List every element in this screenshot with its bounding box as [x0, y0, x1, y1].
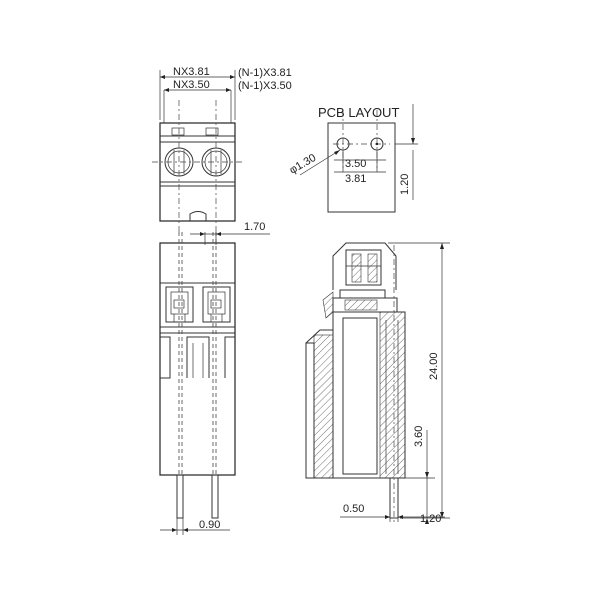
dim-360: 3.60 [413, 426, 425, 447]
side-view [305, 242, 406, 522]
dim-2400: 24.00 [428, 352, 440, 380]
top-dimensions [159, 70, 236, 123]
top-view [152, 100, 243, 232]
dim-nx350: NX3.50 [173, 79, 210, 91]
pcb-layout-title: PCB LAYOUT [318, 105, 399, 120]
dim-090: 0.90 [199, 519, 220, 531]
pcb-row-120: 1.20 [399, 174, 411, 195]
dim-170: 1.70 [244, 221, 265, 233]
dim-n1x350: (N-1)X3.50 [238, 80, 292, 92]
front-dimensions [160, 232, 270, 535]
front-view [159, 232, 236, 519]
dim-nx381: NX3.81 [173, 66, 210, 78]
pcb-pitch-350: 3.50 [345, 158, 366, 170]
pcb-layout [299, 104, 418, 213]
dim-n1x381: (N-1)X3.81 [238, 67, 292, 79]
side-dimensions [340, 242, 450, 524]
dim-050: 0.50 [343, 503, 364, 515]
pcb-pitch-381: 3.81 [345, 173, 366, 185]
dim-120: 1.20 [420, 513, 441, 525]
